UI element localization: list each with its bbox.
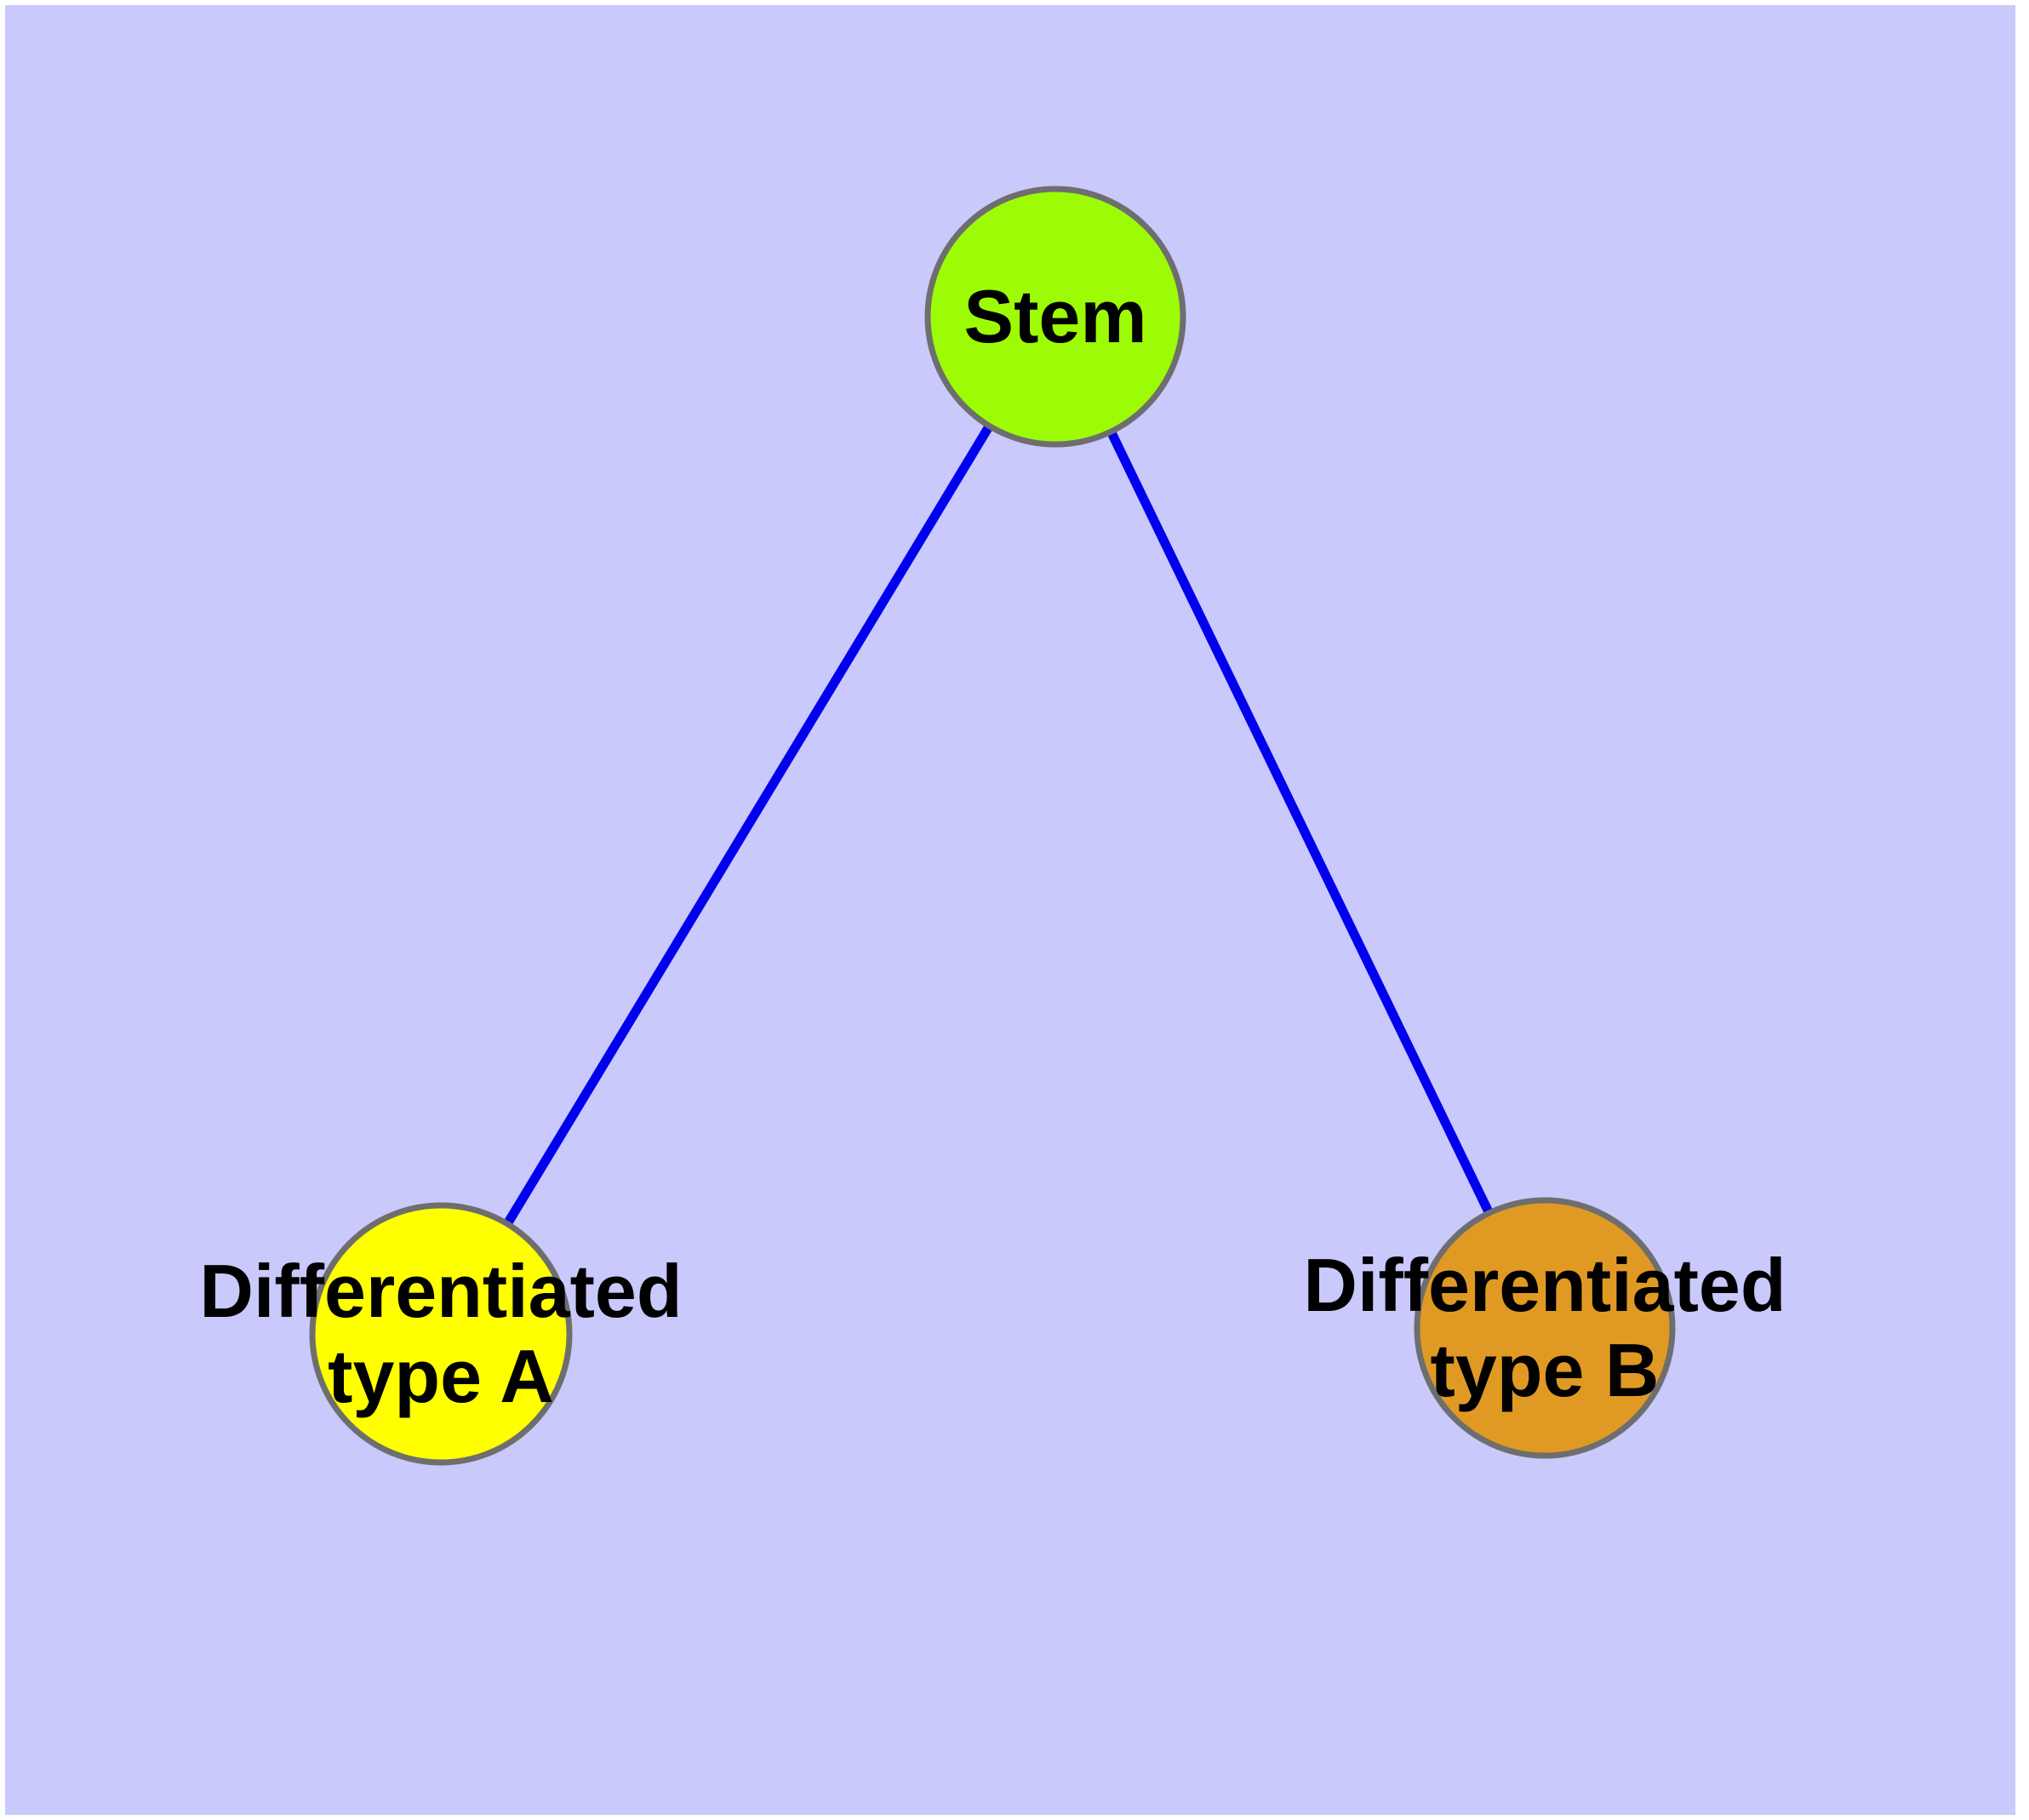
node-differentiated-type-b[interactable] bbox=[1414, 1197, 1676, 1459]
edge-layer bbox=[437, 314, 1549, 1336]
node-stem[interactable] bbox=[924, 186, 1186, 448]
edge-stem-to-differentiated-type-a[interactable] bbox=[437, 314, 1060, 1336]
node-differentiated-type-b-circle[interactable] bbox=[1414, 1197, 1676, 1459]
node-differentiated-type-a[interactable] bbox=[309, 1202, 573, 1466]
node-stem-circle[interactable] bbox=[924, 186, 1186, 448]
node-layer bbox=[309, 186, 1676, 1466]
node-differentiated-type-a-circle[interactable] bbox=[309, 1202, 573, 1466]
edge-stem-to-differentiated-type-b[interactable] bbox=[1051, 314, 1549, 1331]
